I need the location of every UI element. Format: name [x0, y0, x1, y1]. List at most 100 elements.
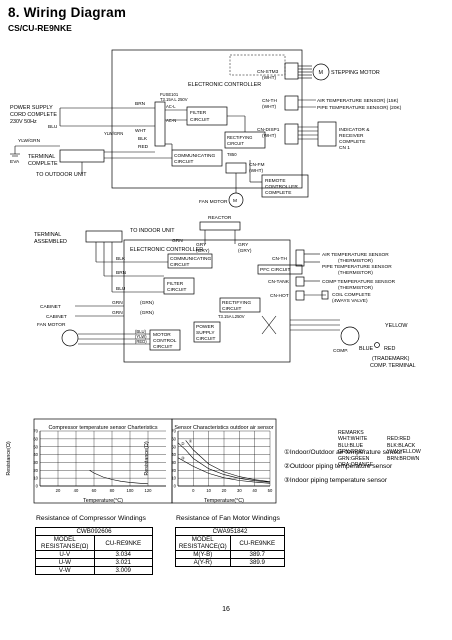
cabinet-label-1: CABINET	[40, 304, 61, 310]
remote-label-2: CONTROLLER	[265, 184, 298, 190]
outdoor-rect-label-2: CIRCUIT	[222, 306, 242, 312]
indoor-air-sensor-label: AIR TEMPERATURE SENSOR) (15K)	[317, 98, 399, 104]
fuse-label-2: T3.15A L 250V	[160, 97, 188, 102]
resistance-head-text: RESISTANSE(Ω)	[41, 543, 89, 550]
indoor-pipe-sensor-label: PIPE TEMPERATURE SENSOR) (20K)	[317, 105, 402, 111]
power-supply-label-2: CORD COMPLETE	[10, 112, 57, 118]
chart1-ytick-label: 60	[33, 436, 38, 441]
chart2-xlabel: Temperature(°C)	[204, 498, 244, 504]
chart2-frame	[171, 418, 277, 504]
wire-wht-1: WHT	[135, 128, 146, 134]
ac-label-l: AC-L	[166, 104, 176, 109]
chart2-series-line	[177, 442, 271, 483]
chart1-xtick-label: 80	[110, 488, 115, 493]
power-supply-label-1: POWER SUPPLY	[10, 105, 53, 111]
remark-item: WHT:WHITE	[338, 436, 368, 443]
outdoor-cn-th-connector	[295, 249, 305, 267]
pfc-circuit-label: PFC CIRCUIT	[260, 267, 290, 273]
remark-item: GRN:GREEN	[338, 455, 370, 462]
table-cell: 389.9	[229, 558, 285, 567]
table-cell: U-V	[35, 550, 95, 559]
indoor-terminal-block	[59, 149, 105, 163]
chart2-series-label: ①	[189, 438, 193, 443]
indoor-fan-motor-label: FAN MOTOR	[199, 199, 228, 205]
outdoor-wire-grn-1: GRN	[112, 300, 123, 306]
outdoor-fan-motor-symbol	[61, 329, 79, 347]
cn-th-label: CN-TH	[262, 98, 277, 104]
cn-hot-connector	[295, 290, 305, 301]
outdoor-wire-blk: BLK	[116, 256, 126, 262]
outdoor-comm-label-2: CIRCUIT	[170, 262, 190, 268]
gry-right-1: GRY	[238, 242, 249, 248]
outdoor-wiring: TO INDOOR UNIT TERMINAL ASSEMBLED ELECTR…	[34, 215, 416, 369]
table-row: CWB092606	[35, 527, 153, 536]
chart1-ylabel: Resistance(Ω)	[6, 441, 12, 475]
cabinet-label-2: CABINET	[46, 314, 67, 320]
cn-fm-connector	[225, 162, 247, 174]
chart2-ytick-label: 10	[171, 476, 176, 481]
chart2-xtick-label: 10	[206, 488, 211, 493]
terminal-complete-1: TERMINAL	[28, 154, 55, 160]
to-outdoor-label: TO OUTDOOR UNIT	[36, 172, 87, 178]
page-number: 16	[222, 606, 230, 613]
chart1-xtick-label: 60	[92, 488, 97, 493]
comp-terminal-label: COMP. TERMINAL	[370, 363, 416, 369]
remark-item: RED:RED	[387, 436, 411, 443]
outdoor-air-sensor-1: AIR TEMPERATURE SENSOR	[322, 252, 389, 258]
indicator-label-3: COMPLETE	[339, 139, 365, 145]
gry-left-2: (GRY)	[196, 248, 210, 254]
chart1-xtick-label: 100	[127, 488, 135, 493]
table-cell: 3.034	[93, 550, 153, 559]
chart1-xlabel: Temperature(°C)	[83, 498, 123, 504]
power-supply-circuit-2: SUPPLY	[196, 330, 215, 336]
cn-stm3-connector	[284, 62, 299, 80]
outdoor-controller-frame	[123, 239, 291, 363]
outdoor-pipe-sensor-2: (THERMISTOR)	[338, 270, 373, 276]
fan-code: CWA951842	[175, 527, 285, 536]
chart1-ytick-label: 40	[33, 452, 38, 457]
cn-fm-color: (WHT)	[249, 168, 264, 174]
table-cell: M(Y-B)	[175, 550, 231, 559]
outdoor-filter-label-1: FILTER	[167, 281, 184, 287]
remote-label-3: COMPLETE	[265, 190, 291, 196]
stepping-motor-wires	[298, 65, 312, 79]
cn-fm-label: CN-FM	[249, 162, 264, 168]
indoor-ac-terminal-strip	[154, 101, 166, 147]
outdoor-wire-grn-4: (GRN)	[140, 310, 154, 316]
indoor-fan-motor-m: M	[233, 198, 237, 204]
outdoor-fan-motor-label: FAN MOTOR	[37, 322, 66, 328]
motor-control-2: CONTROL	[153, 338, 177, 344]
ac-label-n: AC-N	[166, 118, 176, 123]
power-supply-circuit-1: POWER	[196, 324, 215, 330]
power-supply-circuit-3: CIRCUIT	[196, 336, 216, 342]
chart2-ytick-label: 20	[171, 468, 176, 473]
motor-control-1: MOTOR	[153, 332, 171, 338]
outdoor-air-sensor-2: (THERMISTOR)	[338, 258, 373, 264]
table-row: M(Y-B)389.7	[175, 550, 285, 559]
pfc-circuit-box	[257, 264, 303, 275]
compressor-code: CWB092606	[35, 527, 153, 536]
comp-label: COMP.	[333, 348, 348, 354]
wire-red-1: RED	[138, 144, 149, 150]
stepping-motor-symbol	[312, 63, 330, 81]
stepping-motor-label: STEPPING MOTOR	[331, 70, 380, 76]
wire-ylwgrn-1: YLW/GRN	[104, 131, 123, 136]
gry-right-2: (GRY)	[238, 248, 252, 254]
indoor-comm-label-1: COMMUNICATING	[174, 153, 215, 159]
remark-item: BLU:BLUE	[338, 442, 364, 449]
sensor-legend-2: ②Outdoor piping temperature sensor	[284, 463, 393, 470]
sensor-legend-1: ①Indoor/Outdoor air temperature sensor	[284, 449, 403, 456]
chart2-ylabel: Resistance(Ω)	[144, 441, 150, 475]
wire-ylwgrn-2: YLW/GRN	[18, 138, 41, 144]
terminal-yellow: YELLOW	[385, 323, 408, 329]
outdoor-cn-th-label: CN-TH	[272, 256, 287, 262]
